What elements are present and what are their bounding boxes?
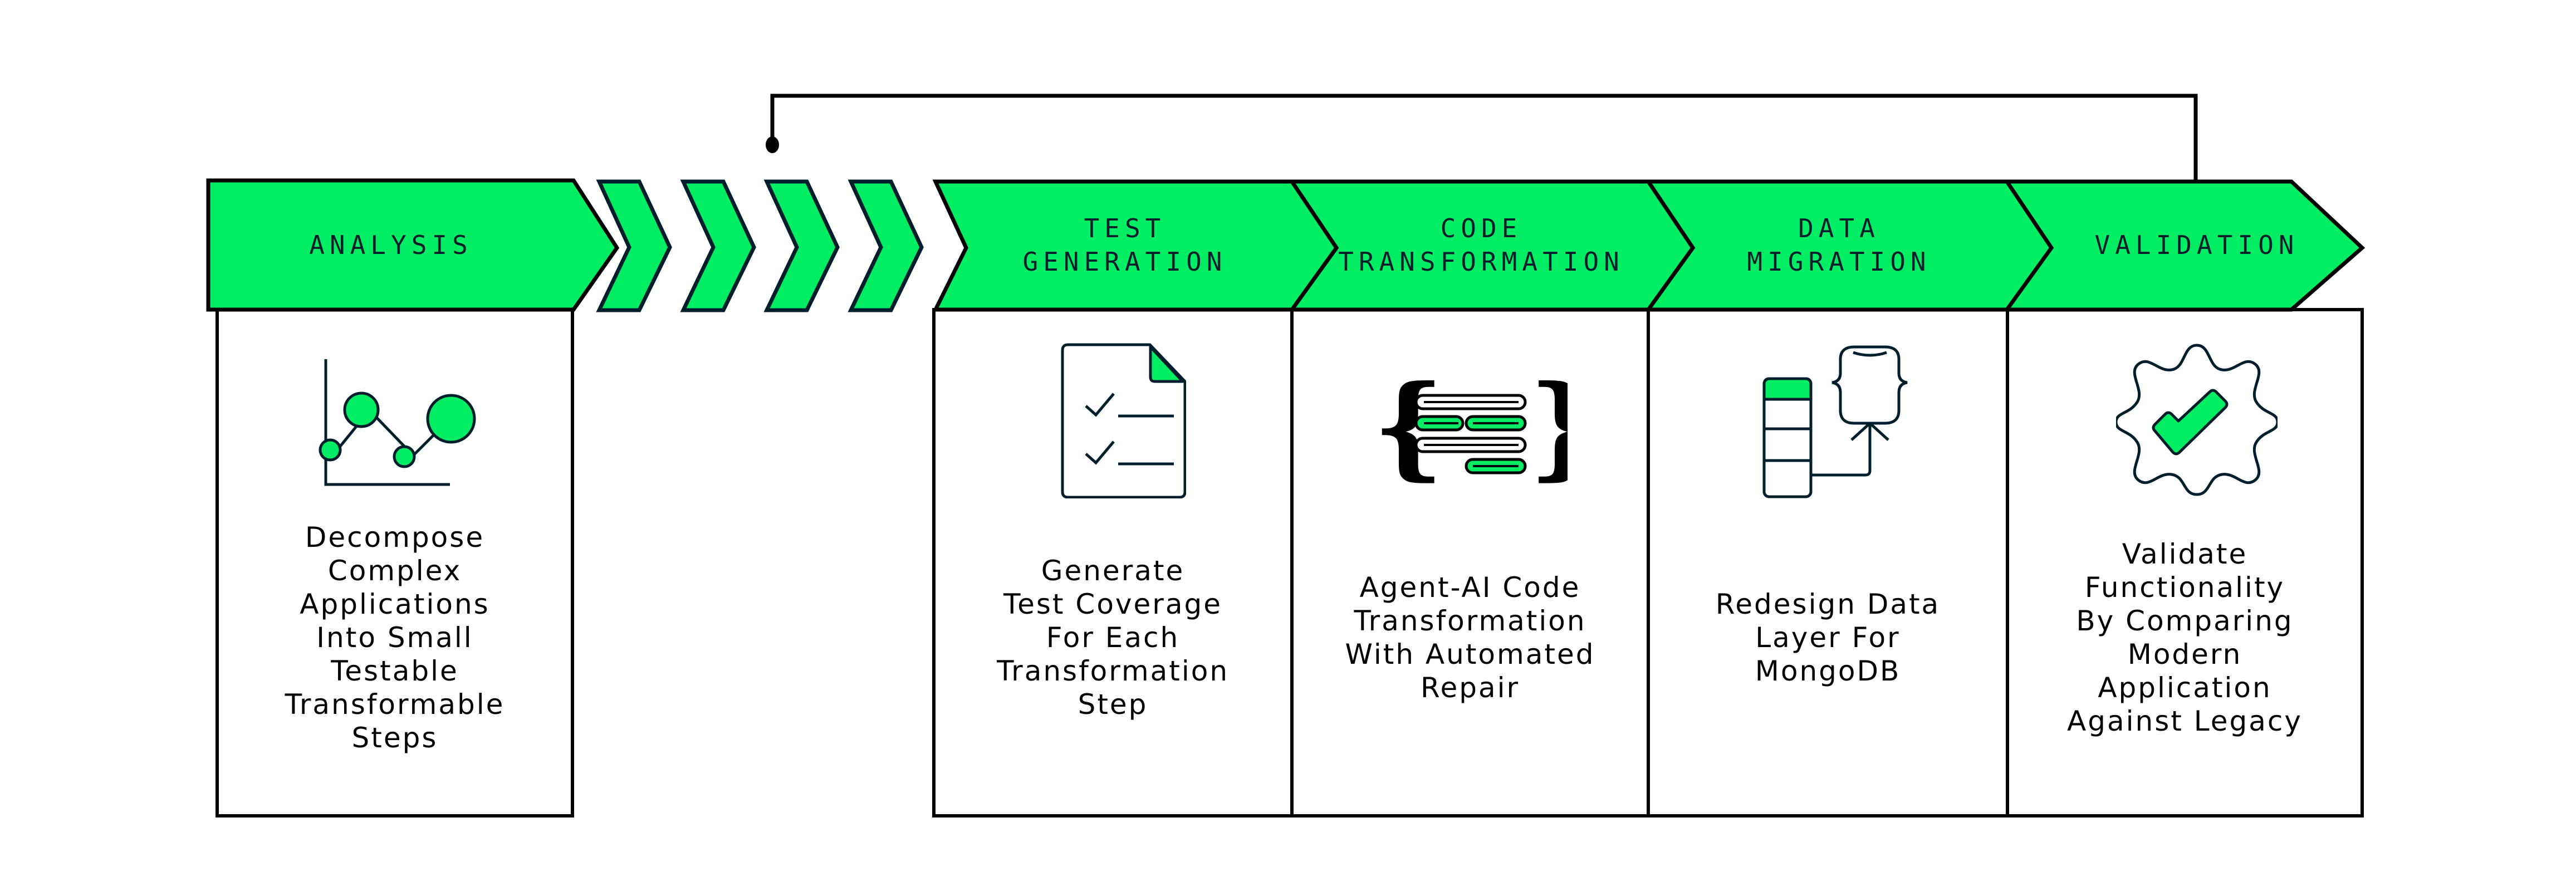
validation-description: Validate Functionality By Comparing Mode… (2067, 538, 2303, 737)
chevron-icon (848, 179, 924, 312)
data-migration-body (1647, 308, 2009, 817)
test-generation-title: TEST GENERATION (1022, 213, 1227, 277)
analysis-header-arrow[interactable] (206, 178, 620, 312)
svg-text:}: } (1529, 376, 1568, 487)
validation-title: VALIDATION (2094, 230, 2299, 260)
database-to-document-icon (1762, 345, 1908, 498)
code-transformation-description: Agent-AI Code Transformation With Automa… (1345, 571, 1595, 704)
test-generation-header-arrow[interactable] (932, 179, 1339, 312)
code-transformation-title: CODE TRANSFORMATION (1338, 213, 1624, 277)
chevron-icon (680, 179, 756, 312)
verified-badge-icon (2116, 344, 2278, 496)
checklist-document-icon (1061, 343, 1186, 498)
iteration-chevrons (596, 179, 924, 312)
svg-text:{: { (1373, 376, 1444, 487)
analysis-title: ANALYSIS (309, 230, 473, 260)
data-migration-title: DATA MIGRATION (1747, 213, 1931, 277)
test-generation-description: Generate Test Coverage For Each Transfor… (996, 555, 1230, 721)
analysis-body (216, 308, 574, 817)
chevron-icon (763, 179, 840, 312)
connector-endpoint-dot (766, 136, 779, 153)
bubble-chart-icon (319, 359, 476, 486)
chevron-icon (596, 179, 672, 312)
code-braces-icon: { } (1373, 376, 1568, 487)
analysis-description: Decompose Complex Applications Into Smal… (285, 521, 505, 754)
feedback-loop-connector (770, 94, 2198, 182)
data-migration-description: Redesign Data Layer For MongoDB (1715, 588, 1941, 687)
